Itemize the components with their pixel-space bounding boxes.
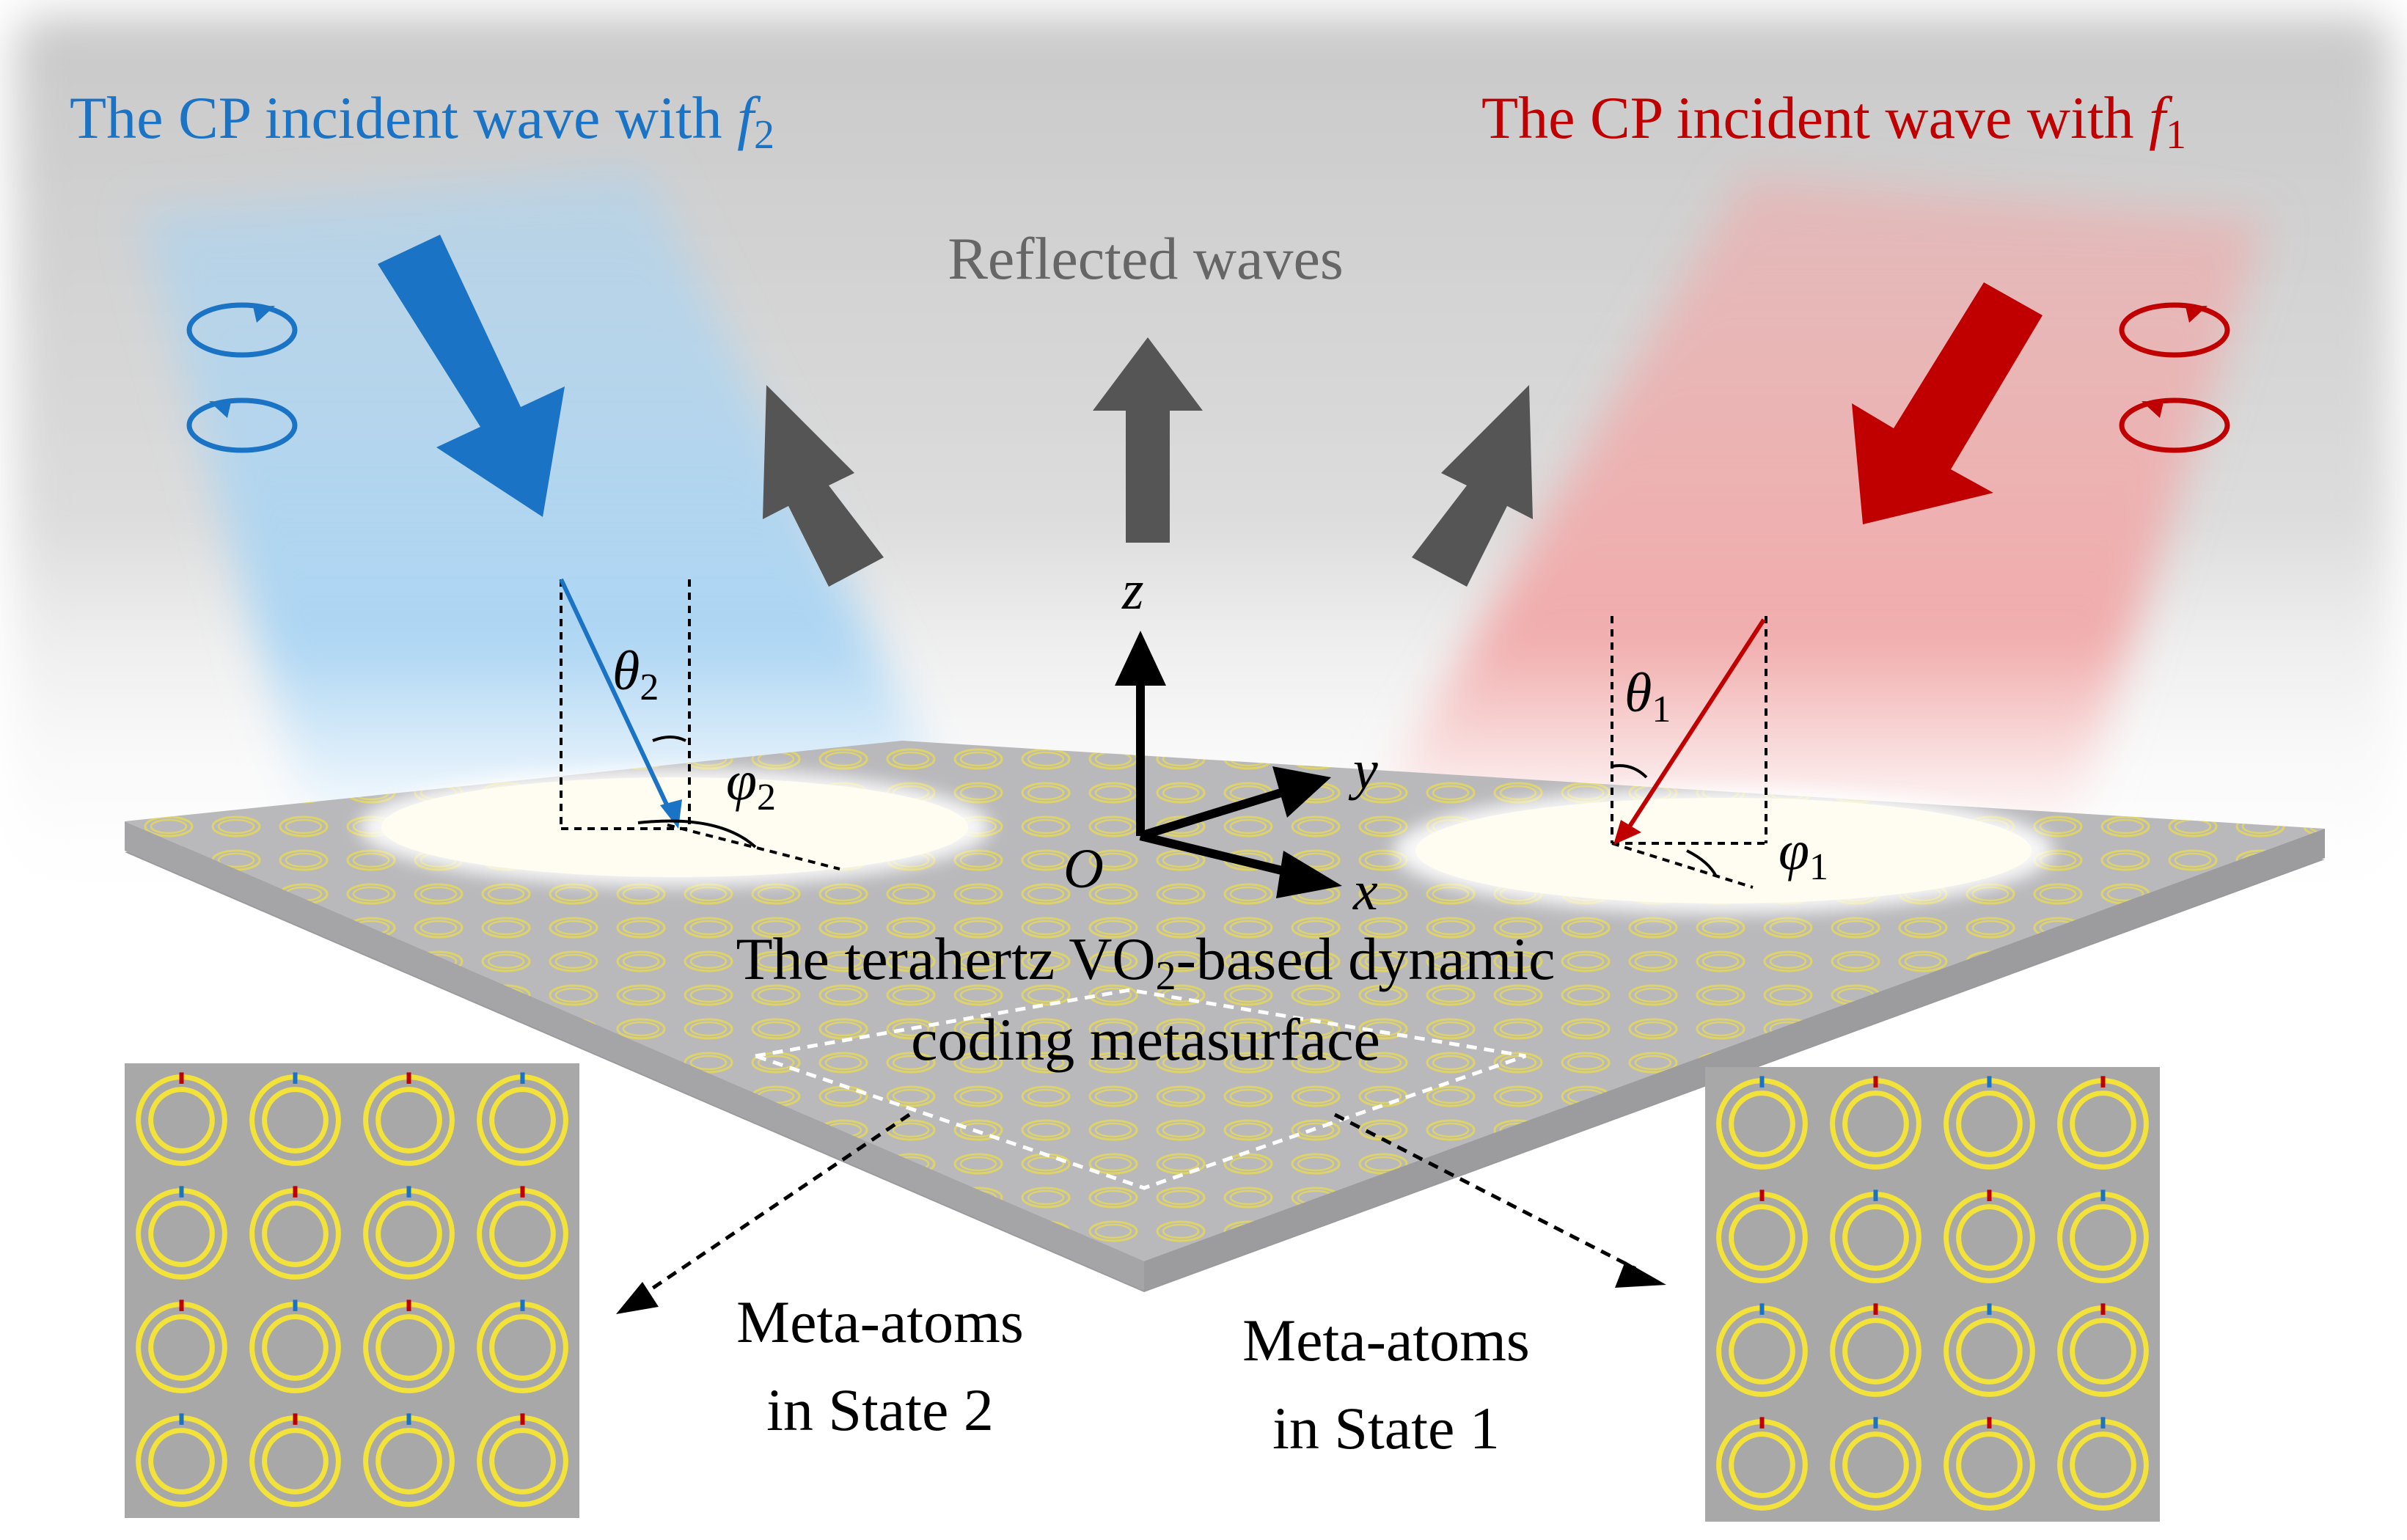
state2-connector [637, 1112, 911, 1300]
meta-atom-ring-icon [249, 1299, 341, 1393]
panel-background [125, 1063, 579, 1518]
wave-f2-title: The CP incident wave with f2 [70, 84, 774, 158]
theta2-label: θ2 [612, 640, 659, 708]
angle-construction-right [1611, 616, 1767, 889]
meta-atom-ring-icon [1943, 1303, 2035, 1397]
metasurface-title-line1: The terahertz VO2-based dynamic [736, 925, 1555, 999]
meta-atom-ring-icon [1830, 1076, 1921, 1170]
state1-connector [1333, 1112, 1637, 1271]
reflected-waves-label: Reflected waves [948, 225, 1344, 292]
meta-atom-ring-icon [1830, 1417, 1921, 1511]
meta-atom-ring-icon [477, 1186, 568, 1280]
meta-atoms-state1-panel [1705, 1067, 2160, 1522]
phi1-label: φ1 [1778, 820, 1828, 888]
theta1-label: θ1 [1624, 662, 1671, 730]
red-spot-core [1415, 798, 2032, 903]
blue-light-beam [139, 169, 953, 843]
metasurface-title-line2: coding metasurface [911, 1006, 1380, 1073]
reflected-arrows [763, 337, 1533, 587]
meta-atom-ring-icon [477, 1299, 568, 1393]
selection-outline [755, 988, 1526, 1190]
meta-atom-ring-icon [477, 1072, 568, 1166]
meta-atom-ring-icon [249, 1413, 341, 1507]
meta-atom-ring-icon [136, 1413, 227, 1507]
meta-atom-ring-icon [363, 1072, 455, 1166]
axis-arrow-icon-z [1115, 631, 1166, 686]
meta-atom-ring-icon [1943, 1189, 2035, 1283]
meta-atom-ring-icon [1716, 1303, 1808, 1397]
incident-arrow-icon-blue [378, 235, 565, 517]
state1-caption-line1: Meta-atoms [1242, 1307, 1530, 1374]
axis-x-label: x [1352, 860, 1378, 922]
meta-atoms-state2-panel [125, 1063, 579, 1518]
origin-label: O [1063, 838, 1104, 900]
reflected-arrow-icon-center [1093, 337, 1203, 543]
axis-arrow-icon-y [1272, 766, 1331, 818]
meta-atom-ring-icon [2057, 1189, 2149, 1283]
axis-arrow-icon-x [1276, 851, 1342, 898]
meta-atom-ring-icon [363, 1413, 455, 1507]
axis-y-label: y [1348, 739, 1378, 801]
cp-rotation-icon-blue [186, 302, 298, 453]
meta-atom-ring-icon [477, 1413, 568, 1507]
meta-atom-ring-icon [1716, 1189, 1808, 1283]
meta-atom-ring-icon [249, 1072, 341, 1166]
state2-caption-line2: in State 2 [766, 1376, 994, 1443]
meta-atom-ring-icon [1943, 1076, 2035, 1170]
blue-spot-core [381, 777, 968, 877]
meta-atom-ring-icon [2057, 1076, 2149, 1170]
meta-atom-ring-icon [1830, 1303, 1921, 1397]
meta-atom-ring-icon [1716, 1076, 1808, 1170]
reflected-arrow-icon-left [763, 385, 884, 587]
red-light-beam [1379, 176, 2266, 836]
phi2-label: φ2 [726, 750, 776, 818]
state1-connector-arrowhead [1615, 1261, 1666, 1288]
incident-arrow-icon-red [1852, 282, 2043, 524]
meta-atom-ring-icon [1943, 1417, 2035, 1511]
meta-atom-ring-icon [363, 1186, 455, 1280]
meta-atom-ring-icon [1830, 1189, 1921, 1283]
axis-z-label: z [1121, 560, 1144, 621]
state1-caption-line2: in State 1 [1272, 1395, 1500, 1462]
panel-background [1705, 1067, 2160, 1522]
meta-atom-ring-icon [1716, 1417, 1808, 1511]
coordinate-axes [1115, 631, 1342, 898]
meta-atom-ring-icon [136, 1299, 227, 1393]
cp-rotation-icon-red [2119, 302, 2230, 453]
meta-atom-ring-icon [136, 1072, 227, 1166]
meta-atom-ring-icon [2057, 1303, 2149, 1397]
state2-caption-line1: Meta-atoms [736, 1288, 1024, 1355]
meta-atom-ring-icon [363, 1299, 455, 1393]
state2-connector-arrowhead [616, 1282, 659, 1314]
meta-atom-ring-icon [136, 1186, 227, 1280]
meta-atom-ring-icon [2057, 1417, 2149, 1511]
wave-f1-title: The CP incident wave with f1 [1481, 84, 2186, 158]
reflected-arrow-icon-right [1412, 385, 1533, 587]
meta-atom-ring-icon [249, 1186, 341, 1280]
angle-construction-left [559, 578, 840, 870]
